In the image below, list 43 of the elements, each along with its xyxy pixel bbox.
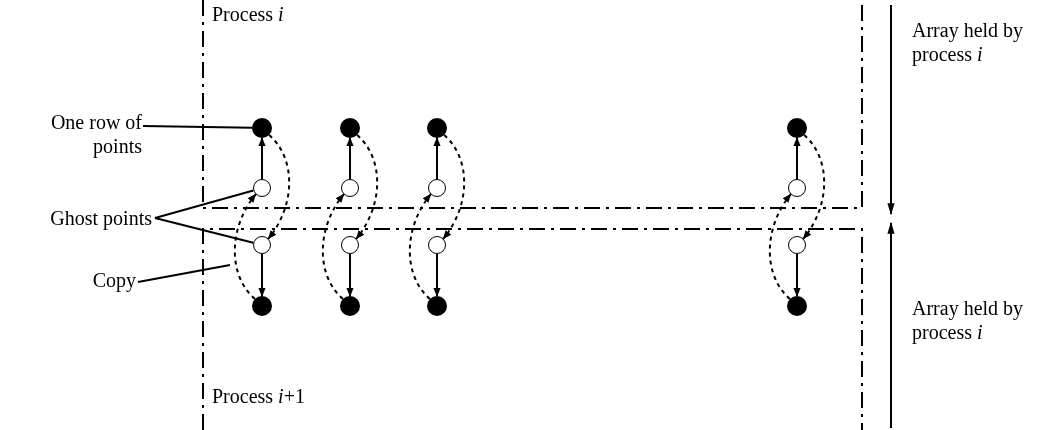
callout-text: Ghost points	[0, 206, 152, 230]
leader-line	[137, 264, 231, 283]
grid-point	[340, 118, 360, 138]
copy-arrow	[802, 134, 826, 240]
copy-arrow	[408, 193, 432, 300]
callout-text: One row of points	[30, 110, 142, 158]
arrow	[346, 137, 354, 180]
copy-arrow	[768, 193, 792, 300]
region-label: Array held by process i	[912, 18, 1025, 66]
arrow	[433, 137, 441, 180]
ghost-point	[788, 179, 806, 197]
ghost-point	[428, 179, 446, 197]
arrow	[433, 253, 441, 297]
ghost-point	[341, 179, 359, 197]
grid-point	[252, 296, 272, 316]
ghost-point	[428, 236, 446, 254]
arrow	[346, 253, 354, 297]
grid-point	[427, 296, 447, 316]
region-label: Array held by process i	[912, 296, 1025, 344]
region-label: Process i	[212, 2, 285, 26]
copy-arrow	[267, 134, 291, 240]
grid-point	[427, 118, 447, 138]
ghost-point	[253, 236, 271, 254]
arrow	[793, 137, 801, 180]
copy-arrow	[355, 134, 379, 240]
arrow	[258, 253, 266, 297]
leader-line	[154, 217, 255, 244]
region-label: Process i+1	[212, 384, 306, 408]
copy-arrow	[442, 134, 466, 240]
ghost-point	[253, 179, 271, 197]
arrow	[258, 137, 266, 180]
copy-arrow	[321, 193, 345, 300]
grid-point	[252, 118, 272, 138]
grid-point	[787, 118, 807, 138]
callout-text: Copy	[60, 268, 136, 292]
copy-arrow	[233, 193, 257, 300]
arrow	[793, 253, 801, 297]
leader-line	[154, 189, 255, 219]
grid-point	[340, 296, 360, 316]
ghost-point	[788, 236, 806, 254]
leader-line	[142, 125, 253, 129]
grid-point	[787, 296, 807, 316]
ghost-point	[341, 236, 359, 254]
